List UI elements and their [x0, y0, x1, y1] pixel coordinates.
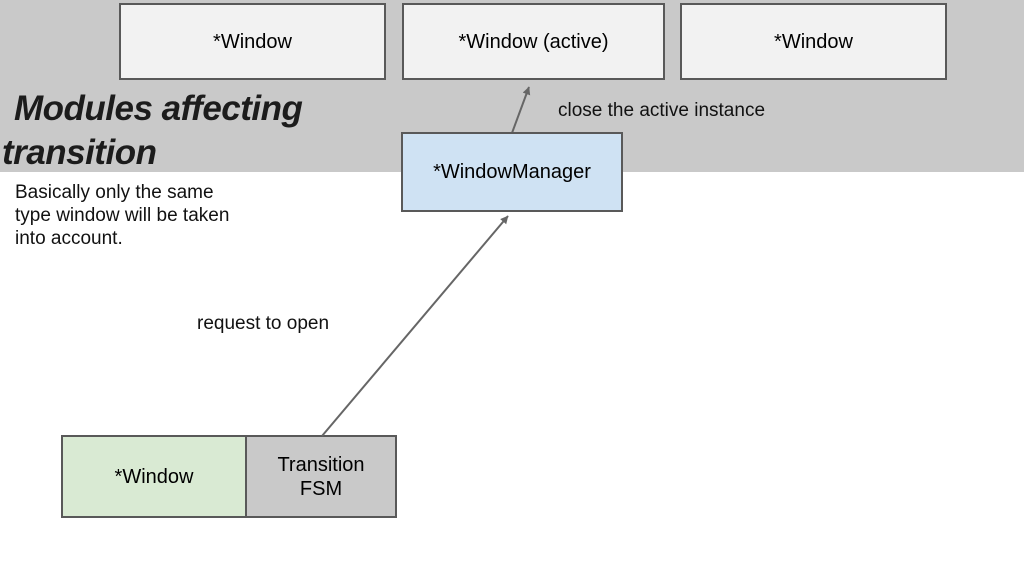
bottom-window-label: *Window: [114, 465, 194, 488]
note-line: into account.: [15, 228, 123, 249]
slide-title-line-2: transition: [2, 133, 157, 172]
window-manager-box: *WindowManager: [401, 132, 623, 212]
window-box-left: *Window: [119, 3, 386, 80]
window-manager-label: *WindowManager: [433, 161, 591, 183]
window-box-left-label: *Window: [213, 30, 292, 53]
arrow-label-close-active-instance: close the active instance: [558, 100, 766, 121]
window-box-right-label: *Window: [774, 30, 853, 53]
note-line: Basically only the same: [15, 182, 214, 203]
slide-title-line-1: Modules affecting: [14, 89, 303, 128]
transition-fsm-box: Transition FSM: [245, 435, 397, 518]
arrow-label-request-to-open: request to open: [197, 313, 330, 334]
window-box-right: *Window: [680, 3, 947, 80]
transition-fsm-label: Transition FSM: [277, 453, 365, 500]
window-box-active-label: *Window (active): [458, 30, 609, 53]
note-text: Basically only the same type window will…: [15, 181, 229, 250]
note-line: type window will be taken: [15, 205, 230, 226]
arrow-fsm-to-wm: [321, 215, 509, 437]
bottom-window-box: *Window: [61, 435, 247, 518]
window-box-active: *Window (active): [402, 3, 665, 80]
